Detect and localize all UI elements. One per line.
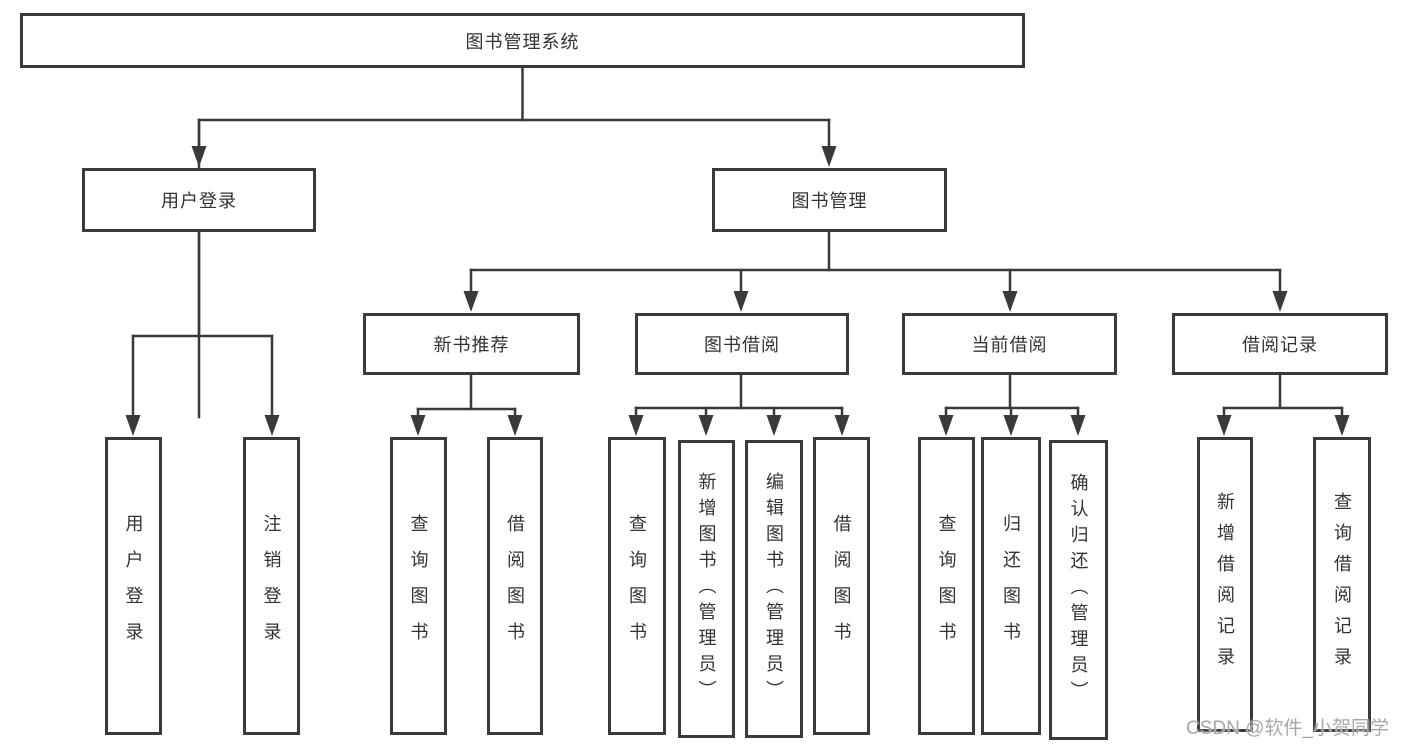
node-borrow-records: 借阅记录	[1172, 313, 1388, 375]
node-borrow-records-label: 借阅记录	[1242, 335, 1318, 355]
node-book-management: 图书管理	[712, 168, 947, 232]
leaf-borrow-books-2-label: 借阅图书	[831, 514, 852, 658]
leaf-add-books-admin: 新增图书（管理员）	[678, 440, 735, 738]
leaf-query-borrow-record: 查询借阅记录	[1313, 437, 1371, 732]
leaf-borrow-books-1: 借阅图书	[487, 437, 543, 735]
leaf-confirm-return-admin: 确认归还（管理员）	[1049, 440, 1108, 740]
leaf-query-books-2-label: 查询图书	[627, 514, 647, 658]
leaf-query-books-3: 查询图书	[918, 437, 975, 735]
node-current-borrow-label: 当前借阅	[971, 335, 1048, 355]
leaf-edit-books-admin: 编辑图书（管理员）	[745, 440, 803, 738]
leaf-confirm-return-admin-label: 确认归还（管理员）	[1068, 473, 1089, 707]
leaf-query-books-3-label: 查询图书	[936, 514, 957, 658]
leaf-query-books-1: 查询图书	[390, 437, 447, 735]
leaf-add-books-admin-label: 新增图书（管理员）	[696, 472, 717, 706]
leaf-logout: 注销登录	[243, 437, 300, 735]
leaf-return-books-label: 归还图书	[1001, 514, 1021, 658]
leaf-user-login-label: 用户登录	[123, 514, 144, 658]
leaf-add-borrow-record: 新增借阅记录	[1197, 437, 1253, 732]
leaf-logout-label: 注销登录	[261, 514, 282, 658]
leaf-query-books-2: 查询图书	[608, 437, 666, 735]
leaf-query-borrow-record-label: 查询借阅记录	[1332, 491, 1352, 678]
node-book-management-label: 图书管理	[791, 191, 868, 211]
leaf-add-borrow-record-label: 新增借阅记录	[1215, 491, 1235, 678]
node-root-system: 图书管理系统	[20, 13, 1025, 68]
leaf-edit-books-admin-label: 编辑图书（管理员）	[764, 472, 784, 706]
leaf-borrow-books-1-label: 借阅图书	[505, 514, 525, 658]
node-user-login: 用户登录	[82, 168, 316, 232]
node-current-borrow: 当前借阅	[902, 313, 1117, 375]
leaf-query-books-1-label: 查询图书	[408, 514, 429, 658]
leaf-borrow-books-2: 借阅图书	[813, 437, 870, 735]
node-user-login-label: 用户登录	[161, 191, 237, 211]
node-new-book-recommend-label: 新书推荐	[433, 335, 510, 355]
node-new-book-recommend: 新书推荐	[363, 313, 580, 375]
node-root-label: 图书管理系统	[465, 31, 580, 52]
node-book-borrow: 图书借阅	[635, 313, 849, 375]
node-book-borrow-label: 图书借阅	[704, 335, 780, 355]
csdn-watermark: CSDN @软件_小贺同学	[1186, 718, 1389, 739]
leaf-return-books: 归还图书	[981, 437, 1041, 735]
leaf-user-login: 用户登录	[105, 437, 162, 735]
